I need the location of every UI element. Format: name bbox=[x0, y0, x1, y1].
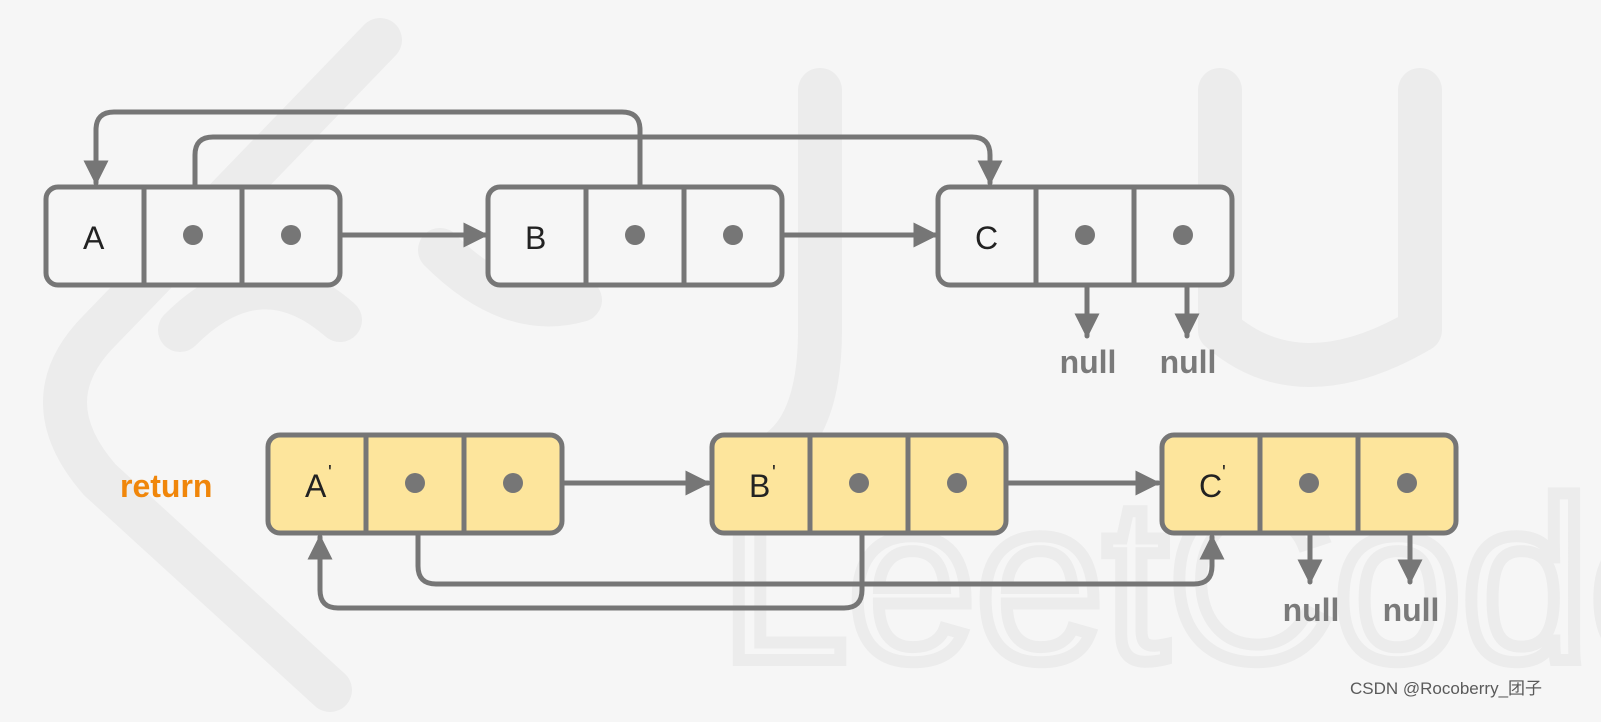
next-pointer-dot bbox=[723, 225, 743, 245]
csdn-watermark: CSDN @Rocoberry_团子 bbox=[1350, 679, 1542, 698]
prime-mark: ' bbox=[772, 462, 776, 484]
original-node-b: B bbox=[485, 184, 785, 288]
original-node-c: C bbox=[935, 184, 1235, 288]
prime-mark: ' bbox=[1222, 462, 1226, 484]
null-label: null bbox=[1383, 592, 1440, 628]
node-value-c: C bbox=[1199, 468, 1222, 504]
random-pointer-dot bbox=[849, 473, 869, 493]
node-value-b: B bbox=[749, 468, 770, 504]
random-arrow-a-to-c bbox=[192, 134, 1003, 238]
null-label: null bbox=[1160, 344, 1217, 380]
next-pointer-dot bbox=[1397, 473, 1417, 493]
prime-mark: ' bbox=[328, 462, 332, 484]
next-pointer-dot bbox=[503, 473, 523, 493]
random-pointer-dot bbox=[405, 473, 425, 493]
node-value-b: B bbox=[525, 220, 546, 256]
copied-node-c: C' bbox=[1159, 432, 1459, 536]
null-label: null bbox=[1283, 592, 1340, 628]
node-value-a: A bbox=[305, 468, 327, 504]
random-arrow-b-to-a bbox=[83, 109, 643, 238]
next-pointer-dot bbox=[281, 225, 301, 245]
random-arrow-a-prime-to-c-prime bbox=[415, 480, 1225, 587]
node-value-c: C bbox=[975, 220, 998, 256]
random-pointer-dot bbox=[183, 225, 203, 245]
random-pointer-dot bbox=[625, 225, 645, 245]
random-pointer-dot bbox=[1299, 473, 1319, 493]
random-pointer-dot bbox=[1075, 225, 1095, 245]
next-pointer-dot bbox=[1173, 225, 1193, 245]
copied-node-b: B' bbox=[709, 432, 1009, 536]
copied-node-a: A' bbox=[265, 432, 565, 536]
next-pointer-dot bbox=[947, 473, 967, 493]
null-label: null bbox=[1060, 344, 1117, 380]
random-arrow-b-prime-to-a-prime bbox=[307, 480, 865, 611]
original-node-a: A bbox=[43, 184, 343, 288]
return-label: return bbox=[120, 468, 212, 504]
node-value-a: A bbox=[83, 220, 105, 256]
